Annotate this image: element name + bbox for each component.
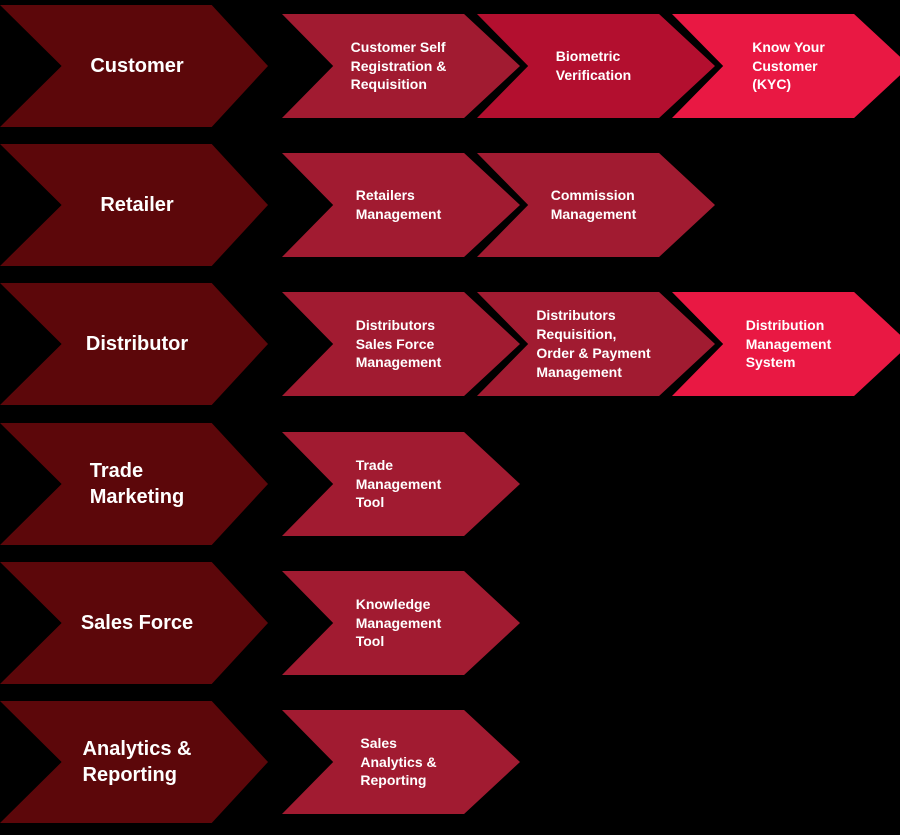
category-arrow-retailer: Retailer	[0, 144, 268, 266]
category-arrow-distributor: Distributor	[0, 283, 268, 405]
label-line: Analytics &	[82, 738, 192, 760]
label-line: Registration &	[350, 57, 447, 74]
label-line: Customer	[90, 55, 184, 77]
label-line: Reporting	[360, 772, 427, 789]
label-line: Analytics &	[360, 753, 437, 770]
label-line: Customer Self	[350, 38, 446, 55]
category-arrow-distributor-label: Distributor	[86, 331, 188, 357]
label-line: Marketing	[89, 486, 185, 508]
label-line: Distributors	[536, 307, 616, 324]
label-line: Tool	[355, 494, 385, 511]
label-line: Management	[536, 363, 622, 380]
label-line: Customer	[752, 57, 818, 74]
label-line: Verification	[555, 67, 632, 83]
category-arrow-retailer-label: Retailer	[100, 192, 173, 218]
label-line: Distributor	[85, 333, 189, 355]
label-line: Reporting	[82, 764, 177, 786]
label-line: Order & Payment	[536, 345, 651, 361]
label-line: Management	[355, 354, 442, 371]
category-arrow-customer-label: Customer	[90, 53, 183, 79]
label-line: Retailer	[100, 194, 174, 216]
label-line: Management	[355, 475, 442, 492]
label-line: Requisition,	[536, 326, 617, 343]
label-line: Distributors	[355, 316, 436, 333]
category-arrow-distributor-content: Distributor	[62, 283, 212, 405]
category-arrow-sales-force-label: Sales Force	[81, 610, 193, 636]
label-line: Knowledge	[355, 595, 431, 612]
label-line: Sales Force	[80, 612, 194, 634]
category-arrow-analytics-reporting-label: Analytics & Reporting	[83, 736, 192, 788]
category-arrow-retailer-content: Retailer	[62, 144, 212, 266]
category-arrow-sales-force-content: Sales Force	[62, 562, 212, 684]
label-line: Distribution	[745, 316, 825, 333]
label-line: (KYC)	[752, 76, 792, 93]
category-arrow-analytics-reporting: Analytics & Reporting	[0, 701, 268, 823]
label-line: Know Your	[752, 38, 825, 55]
label-line: System	[745, 354, 796, 371]
label-line: Commission	[550, 187, 635, 204]
label-line: Management	[745, 335, 832, 352]
label-line: Management	[355, 206, 442, 222]
category-arrow-sales-force: Sales Force	[0, 562, 268, 684]
label-line: Trade	[89, 460, 144, 482]
category-arrow-analytics-reporting-content: Analytics & Reporting	[62, 701, 212, 823]
label-line: Management	[550, 206, 637, 222]
label-line: Tool	[355, 633, 385, 650]
label-line: Management	[355, 614, 442, 631]
label-line: Requisition	[350, 76, 427, 93]
category-arrow-customer: Customer	[0, 5, 268, 127]
category-arrow-customer-content: Customer	[62, 5, 212, 127]
label-line: Retailers	[355, 187, 415, 204]
label-line: Sales	[360, 734, 397, 751]
label-line: Biometric	[555, 48, 621, 65]
label-line: Trade	[355, 456, 394, 473]
label-line: Sales Force	[355, 335, 435, 352]
